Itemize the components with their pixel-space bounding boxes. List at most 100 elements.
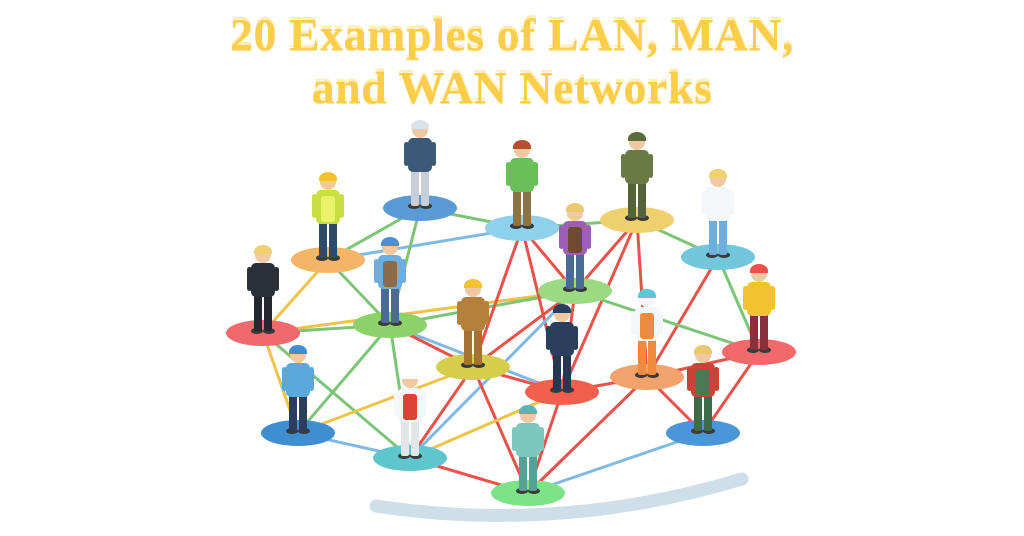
person-arm xyxy=(394,392,399,416)
person-legs xyxy=(381,287,389,323)
edge-surgeon-farmer xyxy=(526,431,705,495)
person-arm xyxy=(274,267,279,291)
node-pilot: pilot in navy uniform xyxy=(525,304,599,405)
person-legs xyxy=(638,339,646,375)
platform-ellipse xyxy=(353,312,427,338)
person-legs xyxy=(750,314,758,350)
person-arm xyxy=(702,191,707,215)
person-arm xyxy=(770,286,775,310)
person-arm xyxy=(658,311,663,335)
person-arm xyxy=(312,194,317,218)
edge-firefighter-surgeon xyxy=(471,365,530,495)
platform-ellipse xyxy=(666,420,740,446)
person-legs xyxy=(566,253,574,289)
platform-ellipse xyxy=(525,379,599,405)
edge-barista-athlete xyxy=(573,289,761,354)
person-arm xyxy=(729,191,734,215)
person-arm xyxy=(559,225,564,249)
person-legs xyxy=(694,395,702,431)
title-line-1: 20 Examples of LAN, MAN, xyxy=(230,9,794,60)
platform-ellipse xyxy=(485,215,559,241)
person-legs xyxy=(319,222,327,258)
person-accent xyxy=(568,227,582,253)
person-legs xyxy=(464,329,472,365)
person-torso xyxy=(408,138,432,172)
person-arm xyxy=(512,427,517,451)
person-accent xyxy=(321,196,335,222)
person-legs xyxy=(329,222,337,258)
person-legs xyxy=(719,219,727,255)
person-arm xyxy=(533,162,538,186)
node-robot: hovering robot xyxy=(610,289,684,390)
person-torso xyxy=(461,297,485,331)
person-hat xyxy=(464,279,482,288)
node-doctor: doctor in white coat xyxy=(681,169,755,270)
platform-ellipse xyxy=(436,354,510,380)
person-hat xyxy=(513,140,531,149)
person-legs xyxy=(519,455,527,491)
person-hat xyxy=(750,264,768,273)
person-hat xyxy=(411,120,429,129)
node-skipper: bearded man with flat cap xyxy=(383,120,457,221)
node-surgeon: surgeon in scrubs xyxy=(491,405,565,506)
person-legs xyxy=(513,190,521,226)
person-torso xyxy=(706,187,730,221)
platform-ellipse xyxy=(681,244,755,270)
person-arm xyxy=(374,259,379,283)
node-barista: woman with apron xyxy=(538,203,612,304)
person-hat xyxy=(553,304,571,313)
person-legs xyxy=(523,190,531,226)
node-courier: young man with cap and shoulder bag xyxy=(353,237,427,338)
node-soldier: soldier in camouflage xyxy=(600,132,674,233)
person-hat xyxy=(254,245,272,254)
person-legs xyxy=(638,182,646,218)
node-firefighter: firefighter xyxy=(436,279,510,380)
person-accent xyxy=(403,394,417,420)
person-torso xyxy=(251,263,275,297)
person-legs xyxy=(401,420,409,456)
edge-businessman-chef xyxy=(261,331,412,460)
edge-businessman-barista xyxy=(261,289,577,335)
person-legs xyxy=(254,295,262,331)
person-hat xyxy=(628,132,646,141)
person-arm xyxy=(282,367,287,391)
person-legs xyxy=(529,455,537,491)
person-torso xyxy=(625,150,649,184)
edge-soldier-pilot xyxy=(560,218,639,394)
edge-doctor-robot xyxy=(645,255,720,379)
person-accent xyxy=(696,369,710,395)
person-legs xyxy=(299,395,307,431)
person-legs xyxy=(421,170,429,206)
person-arm xyxy=(401,259,406,283)
person-torso xyxy=(747,282,771,316)
person-legs xyxy=(760,314,768,350)
person-legs xyxy=(563,354,571,390)
person-legs xyxy=(391,287,399,323)
person-arm xyxy=(648,154,653,178)
person-hat xyxy=(401,370,419,379)
person-arm xyxy=(573,326,578,350)
node-athlete: basketball player jersey 23 xyxy=(722,264,796,365)
person-arm xyxy=(431,142,436,166)
person-arm xyxy=(546,326,551,350)
person-arm xyxy=(631,311,636,335)
swoosh-arc xyxy=(369,472,749,522)
platform-ellipse xyxy=(491,480,565,506)
person-hat xyxy=(319,172,337,181)
person-legs xyxy=(576,253,584,289)
person-torso xyxy=(550,322,574,356)
person-accent xyxy=(383,261,397,287)
person-arm xyxy=(743,286,748,310)
edge-robot-surgeon xyxy=(526,375,649,495)
edge-firefighter-police-officer xyxy=(296,365,475,435)
platform-ellipse xyxy=(538,278,612,304)
person-accent xyxy=(640,313,654,339)
title-line-2: and WAN Networks xyxy=(311,62,713,114)
person-legs xyxy=(709,219,717,255)
person-torso xyxy=(516,423,540,457)
node-chef: chef with red apron xyxy=(373,370,447,471)
person-arm xyxy=(586,225,591,249)
person-hat xyxy=(381,237,399,246)
